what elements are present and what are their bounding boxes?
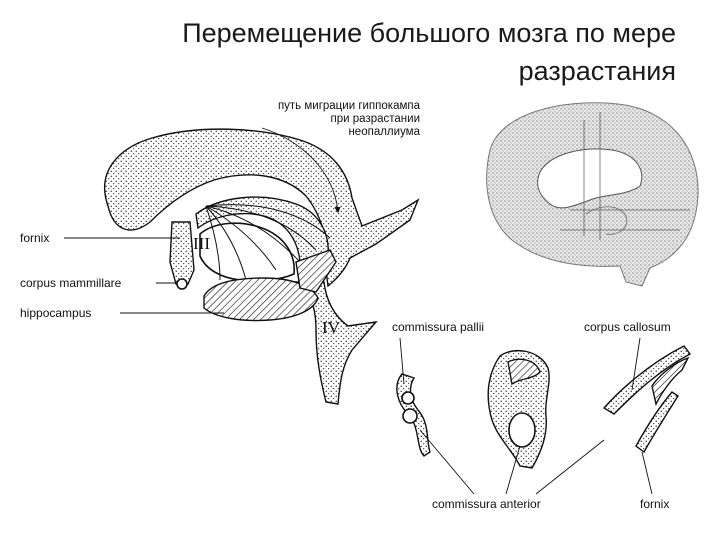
label-corpus-callosum: corpus callosum (584, 320, 671, 334)
third-ventricle-label: III (193, 234, 210, 253)
third-ventricle (199, 222, 295, 282)
migration-note-line-3: неопаллиума (348, 126, 420, 138)
title-line-1: Перемещение большого мозга по мере (182, 18, 676, 48)
migration-note-line-1: путь миграции гиппокампа (278, 100, 421, 112)
migration-note-line-2: при разрастании (331, 113, 420, 125)
label-commissura-anterior: commissura anterior (432, 497, 541, 511)
title-line-2: разрастания (518, 56, 676, 86)
section-corpus-callosum (602, 345, 692, 454)
migration-path-arrow (261, 127, 341, 214)
label-fornix: fornix (20, 231, 49, 245)
main-sagittal-diagram (64, 127, 420, 405)
fornix-band (169, 221, 195, 285)
section-commissura-pallii (487, 349, 550, 469)
label-hippocampus: hippocampus (20, 306, 91, 320)
mammillary-body (176, 278, 188, 290)
fourth-ventricle-label: IV (322, 318, 341, 337)
label-fornix-section: fornix (640, 497, 669, 511)
label-corpus-mammillare: corpus mammillare (20, 276, 122, 290)
brain-inset (486, 102, 699, 287)
hippocampus-shape (203, 277, 319, 322)
label-commissura-pallii: commissura pallii (392, 320, 484, 334)
slide-title: Перемещение большого мозга по мере разра… (76, 14, 676, 90)
hemisphere-wall (103, 128, 420, 288)
brainstem (293, 281, 378, 405)
section-small-s (396, 373, 431, 457)
